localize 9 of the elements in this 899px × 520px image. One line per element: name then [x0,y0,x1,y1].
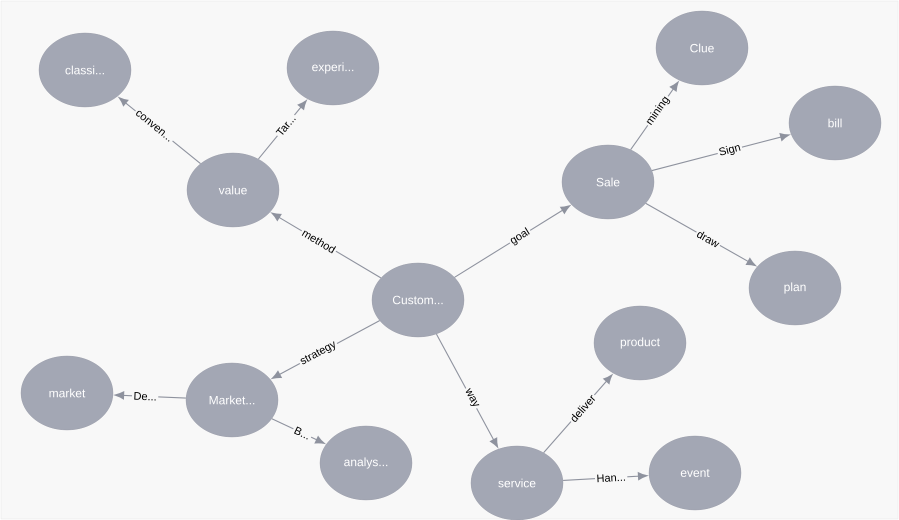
arrow [272,418,325,444]
edge-label: draw [694,227,723,250]
edge-label: Tar... [273,112,299,140]
edge-label: B... [291,424,314,442]
edge-label: De... [132,390,158,402]
edge-label: way [460,386,482,411]
edge-label: Sign [716,140,744,160]
edge-label: Han... [594,471,628,484]
edge-label: goal [506,224,534,249]
